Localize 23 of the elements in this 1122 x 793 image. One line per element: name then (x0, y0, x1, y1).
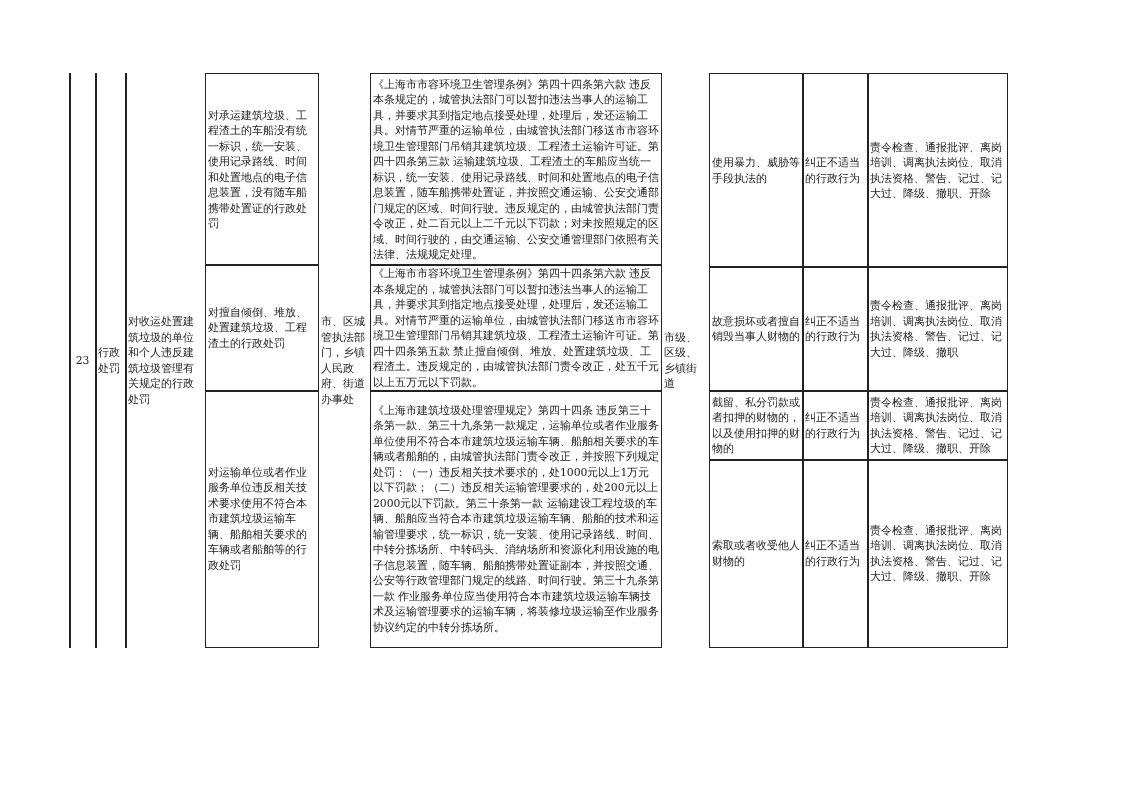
table-cell: 责令检查、通报批评、离岗培训、调离执法岗位、取消执法资格、警告、记过、记大过、降级、撤职、开除 (867, 73, 1008, 268)
table-cell: 使用暴力、威胁等手段执法的 (709, 73, 804, 268)
level-text: 市级、区级、乡镇街道 (664, 329, 698, 392)
table-cell: 责令检查、通报批评、离岗培训、调离执法岗位、取消执法资格、警告、记过、记大过、降级、撤职 (867, 266, 1008, 392)
table-cell: 索取或者收受他人财物的 (709, 459, 804, 648)
table-cell: 责令检查、通报批评、离岗培训、调离执法岗位、取消执法资格、警告、记过、记大过、降级、撤职、开除 (867, 390, 1008, 461)
item-text: 对收运处置建筑垃圾的单位和个人违反建筑垃圾管理有关规定的行政处罚 (128, 314, 195, 407)
table-cell: 《上海市建筑垃圾处理管理规定》第四十四条 违反第三十条第一款、第三十九条第一款规定，运输单位或者作业服务单位使用不符合本市建筑垃圾运输车辆、船舶相关要求的车辆或者船舶的，由城管执法部门责令改正，并按照下列规定处罚：（一）违反相关技术要求的，处1000元以上1万元以下罚款；（二）违反相关运输管理要求的，处200元以上2000元以下罚款。第三十条第一款 运输建设工程垃圾的车辆、船舶应当符合本市建筑垃圾运输车辆、船舶的技术和运输管理要求，统一标识，统一安装、使用记录路线、时间、中转分拣场所、中转码头、消纳场所和资源化利用设施的电子信息装置，随车辆、船舶携带处置证副本，并按照交通、公安等行政管理部门规定的线路、时间行驶。第三十九条第一款 作业服务单位应当使用符合本市建筑垃圾运输车辆技术及运输管理要求的运输车辆，将装修垃圾运输至作业服务协议约定的中转分拣场所。 (370, 390, 662, 648)
category-text: 行政处罚 (98, 345, 121, 376)
table-cell: 纠正不适当的行政行为 (802, 73, 869, 268)
table-cell: 责令检查、通报批评、离岗培训、调离执法岗位、取消执法资格、警告、记过、记大过、降级、撤职、开除 (867, 459, 1008, 648)
table-cell: 纠正不适当的行政行为 (802, 390, 869, 461)
table-cell: 纠正不适当的行政行为 (802, 459, 869, 648)
table-cell: 《上海市市容环境卫生管理条例》第四十四条第六款 违反本条规定的，城管执法部门可以暂扣违法当事人的运输工具，并要求其到指定地点接受处理，处理后，发还运输工具。对情节严重的运输单位，由城管执法部门移送市市容环境卫生管理部门吊销其建筑垃圾、工程渣土运输许可证。第四十四条第三款 运输建筑垃圾、工程渣土的车船应当统一标识，统一安装、使用记录路线、时间和处置地点的电子信息装置，随车船携带处置证，并按照交通运输、公安交通部门规定的区域、时间行驶。违反规定的，由城管执法部门责令改正，处二百元以上二千元以下罚款；对未按照规定的区域、时间行驶的，由交通运输、公安交通管理部门依照有关法律、法规规定处理。 (370, 73, 662, 266)
table-cell: 对运输单位或者作业服务单位违反相关技术要求使用不符合本市建筑垃圾运输车辆、船舶相关要求的车辆或者船舶等的行政处罚 (205, 390, 319, 648)
table-cell: 纠正不适当的行政行为 (802, 266, 869, 392)
table-cell: 对承运建筑垃圾、工程渣土的车船没有统一标识，统一安装、使用记录路线、时间和处置地点的电子信息装置，没有随车船携带处置证的行政处罚 (205, 73, 319, 266)
table-cell: 对擅自倾倒、堆放、处置建筑垃圾、工程渣土的行政处罚 (205, 264, 319, 392)
department-text: 市、区城管执法部门，乡镇人民政府、街道办事处 (321, 314, 366, 407)
table-cell: 截留、私分罚款或者扣押的财物的，以及使用扣押的财物的 (709, 390, 804, 461)
table-cell: 故意损坏或者擅自销毁当事人财物的 (709, 266, 804, 392)
table-cell: 《上海市市容环境卫生管理条例》第四十四条第六款 违反本条规定的，城管执法部门可以暂扣违法当事人的运输工具，并要求其到指定地点接受处理，处理后，发还运输工具。对情节严重的运输单位，由城管执法部门移送市市容环境卫生管理部门吊销其建筑垃圾、工程渣土运输许可证。第四十四条第五款 禁止擅自倾倒、堆放、处置建筑垃圾、工程渣土。违反规定的，由城管执法部门责令改正，处五千元以上五万元以下罚款。 (370, 264, 662, 392)
row-number: 23 (75, 352, 90, 369)
